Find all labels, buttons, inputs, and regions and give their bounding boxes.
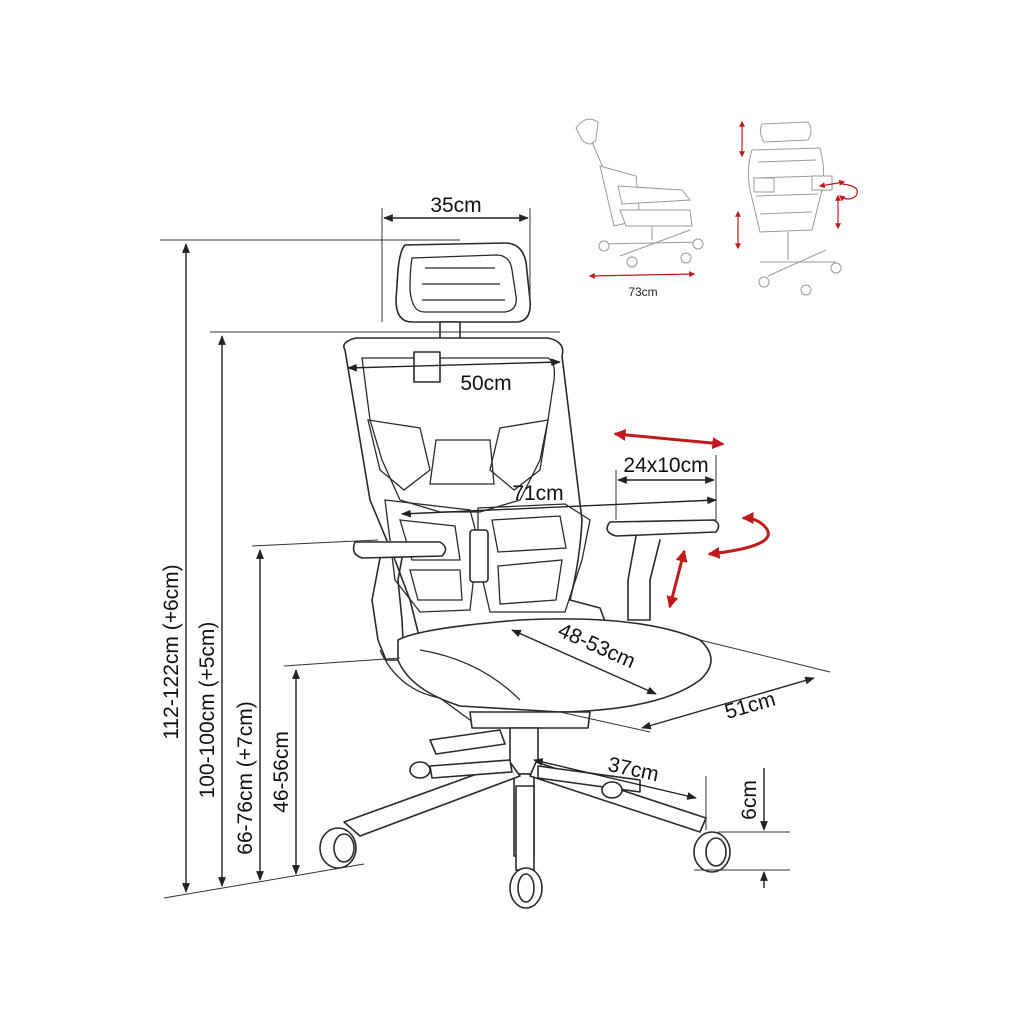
right-armrest — [606, 519, 720, 621]
dimension-lines — [160, 208, 831, 899]
label-caster-height: 6cm — [738, 780, 761, 820]
left-armrest — [352, 541, 447, 661]
label-armrest-pad: 24x10cm — [623, 454, 708, 477]
seat — [379, 618, 712, 721]
label-backrest-width: 50cm — [460, 372, 511, 395]
label-total-height: 112-122cm (+6cm) — [160, 564, 183, 739]
adjustment-arrows — [613, 428, 770, 609]
rear-thumbnail — [735, 120, 858, 296]
armrest-rotate-icon — [707, 512, 770, 559]
armrest-lift-icon — [666, 549, 688, 609]
label-armrest-height: 66-76cm (+7cm) — [234, 701, 257, 854]
label-seat-width: 51cm — [722, 688, 778, 724]
label-recline-depth: 73cm — [628, 285, 657, 299]
recline-thumbnail — [575, 118, 704, 279]
label-backrest-top-height: 100-100cm (+5cm) — [196, 622, 219, 799]
label-arm-span: 71cm — [512, 482, 563, 505]
label-headrest-width: 35cm — [430, 194, 481, 217]
label-seat-height: 46-56cm — [270, 731, 293, 813]
armrest-slide-icon — [613, 428, 725, 450]
headrest — [395, 242, 532, 353]
chair-drawing — [319, 242, 731, 909]
